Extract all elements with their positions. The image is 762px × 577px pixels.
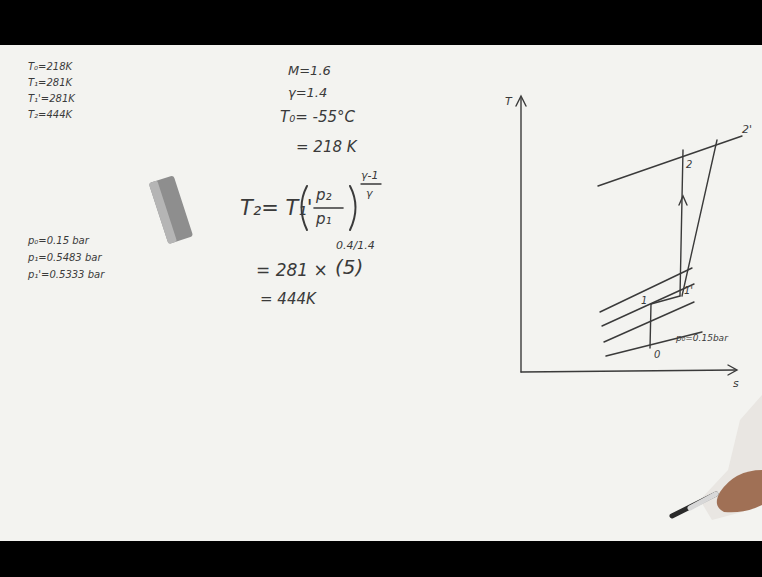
- given-value: γ=1.4: [288, 86, 327, 99]
- state-label: 2': [742, 124, 752, 135]
- given-value: T₀=218K: [28, 62, 72, 72]
- formula-term: = 281 ×: [256, 262, 328, 279]
- whiteboard: [0, 45, 762, 541]
- given-value: p₁=0.5483 bar: [28, 253, 102, 263]
- state-label: 0: [654, 350, 660, 360]
- formula-exponent: 0.4/1.4: [336, 240, 375, 251]
- given-value: p₀=0.15 bar: [28, 236, 89, 246]
- state-label: 1': [684, 286, 693, 296]
- formula-term: T₂= T₁': [240, 198, 313, 219]
- given-value: T₁'=281K: [28, 94, 75, 104]
- given-value: M=1.6: [288, 64, 331, 77]
- state-label: 2: [686, 160, 692, 170]
- formula-term: p₂: [316, 188, 332, 203]
- formula-exponent: γ-1: [361, 170, 378, 181]
- formula-exponent: γ: [366, 188, 373, 199]
- given-value: T₁=281K: [28, 78, 72, 88]
- given-value: p₁'=0.5333 bar: [28, 270, 104, 280]
- given-value: T₀= -55°C: [280, 110, 355, 125]
- formula-term: p₁: [316, 212, 332, 227]
- formula-term: (5): [335, 257, 363, 277]
- isobar-label: p₀=0.15bar: [676, 334, 728, 343]
- axis-label: T: [505, 96, 512, 107]
- formula-result: = 444K: [260, 292, 316, 307]
- given-value: T₂=444K: [28, 110, 72, 120]
- axis-label: s: [733, 378, 739, 389]
- state-label: 1: [641, 296, 647, 306]
- given-value: = 218 K: [296, 140, 357, 155]
